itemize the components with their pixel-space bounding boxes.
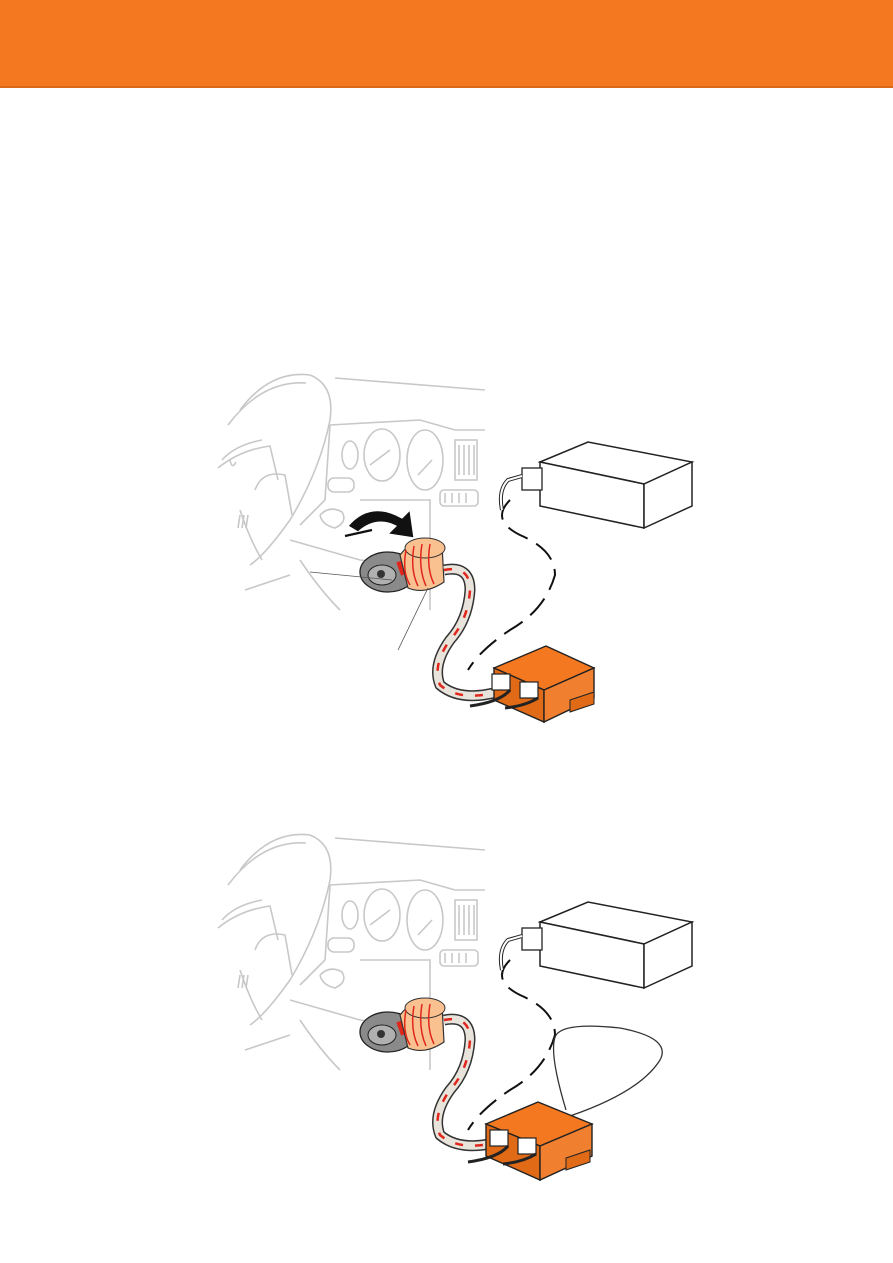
header-bar — [0, 0, 893, 88]
wireless-link-dashed — [467, 499, 557, 671]
transponder-coil-icon — [399, 997, 446, 1052]
immobilizer-diagram-key-insertion — [0, 350, 893, 730]
engine-control-unit-icon — [498, 901, 695, 990]
signal-cable — [432, 1013, 500, 1152]
signal-cable — [432, 563, 500, 702]
diagram-svg — [217, 373, 695, 724]
dashboard-outline — [217, 373, 486, 611]
rotation-arrow-icon — [344, 508, 415, 539]
transponder-coil-icon — [309, 537, 446, 651]
immobilizer-module-icon — [467, 1101, 594, 1182]
immobilizer-module-icon — [469, 645, 596, 724]
dashboard-outline — [217, 833, 486, 1071]
engine-control-unit-icon — [498, 441, 695, 530]
antenna-loop — [552, 1025, 663, 1117]
immobilizer-diagram-key-inserted — [0, 810, 893, 1190]
diagram-svg — [217, 833, 695, 1182]
wireless-link-dashed — [467, 959, 557, 1131]
